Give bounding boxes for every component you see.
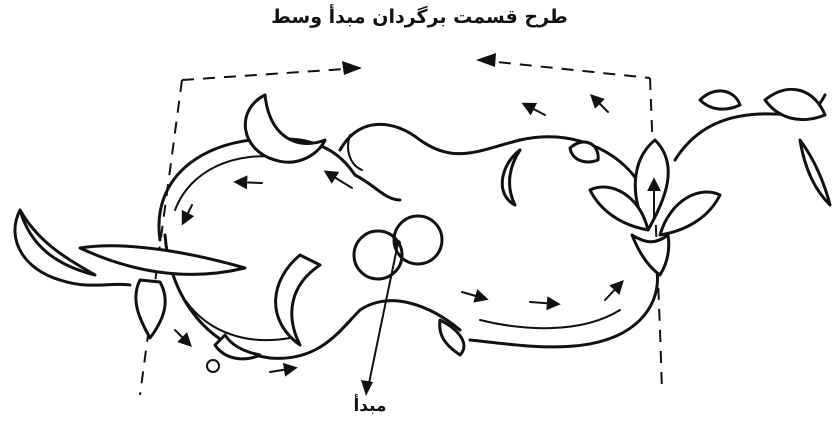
origin-label: مبدأ: [330, 396, 410, 416]
left-motif: [15, 95, 360, 372]
center-circles: [340, 124, 520, 355]
frame-arrow-left: [476, 53, 496, 67]
frame-arrow-right: [342, 61, 362, 75]
origin-pointer: [361, 240, 401, 396]
